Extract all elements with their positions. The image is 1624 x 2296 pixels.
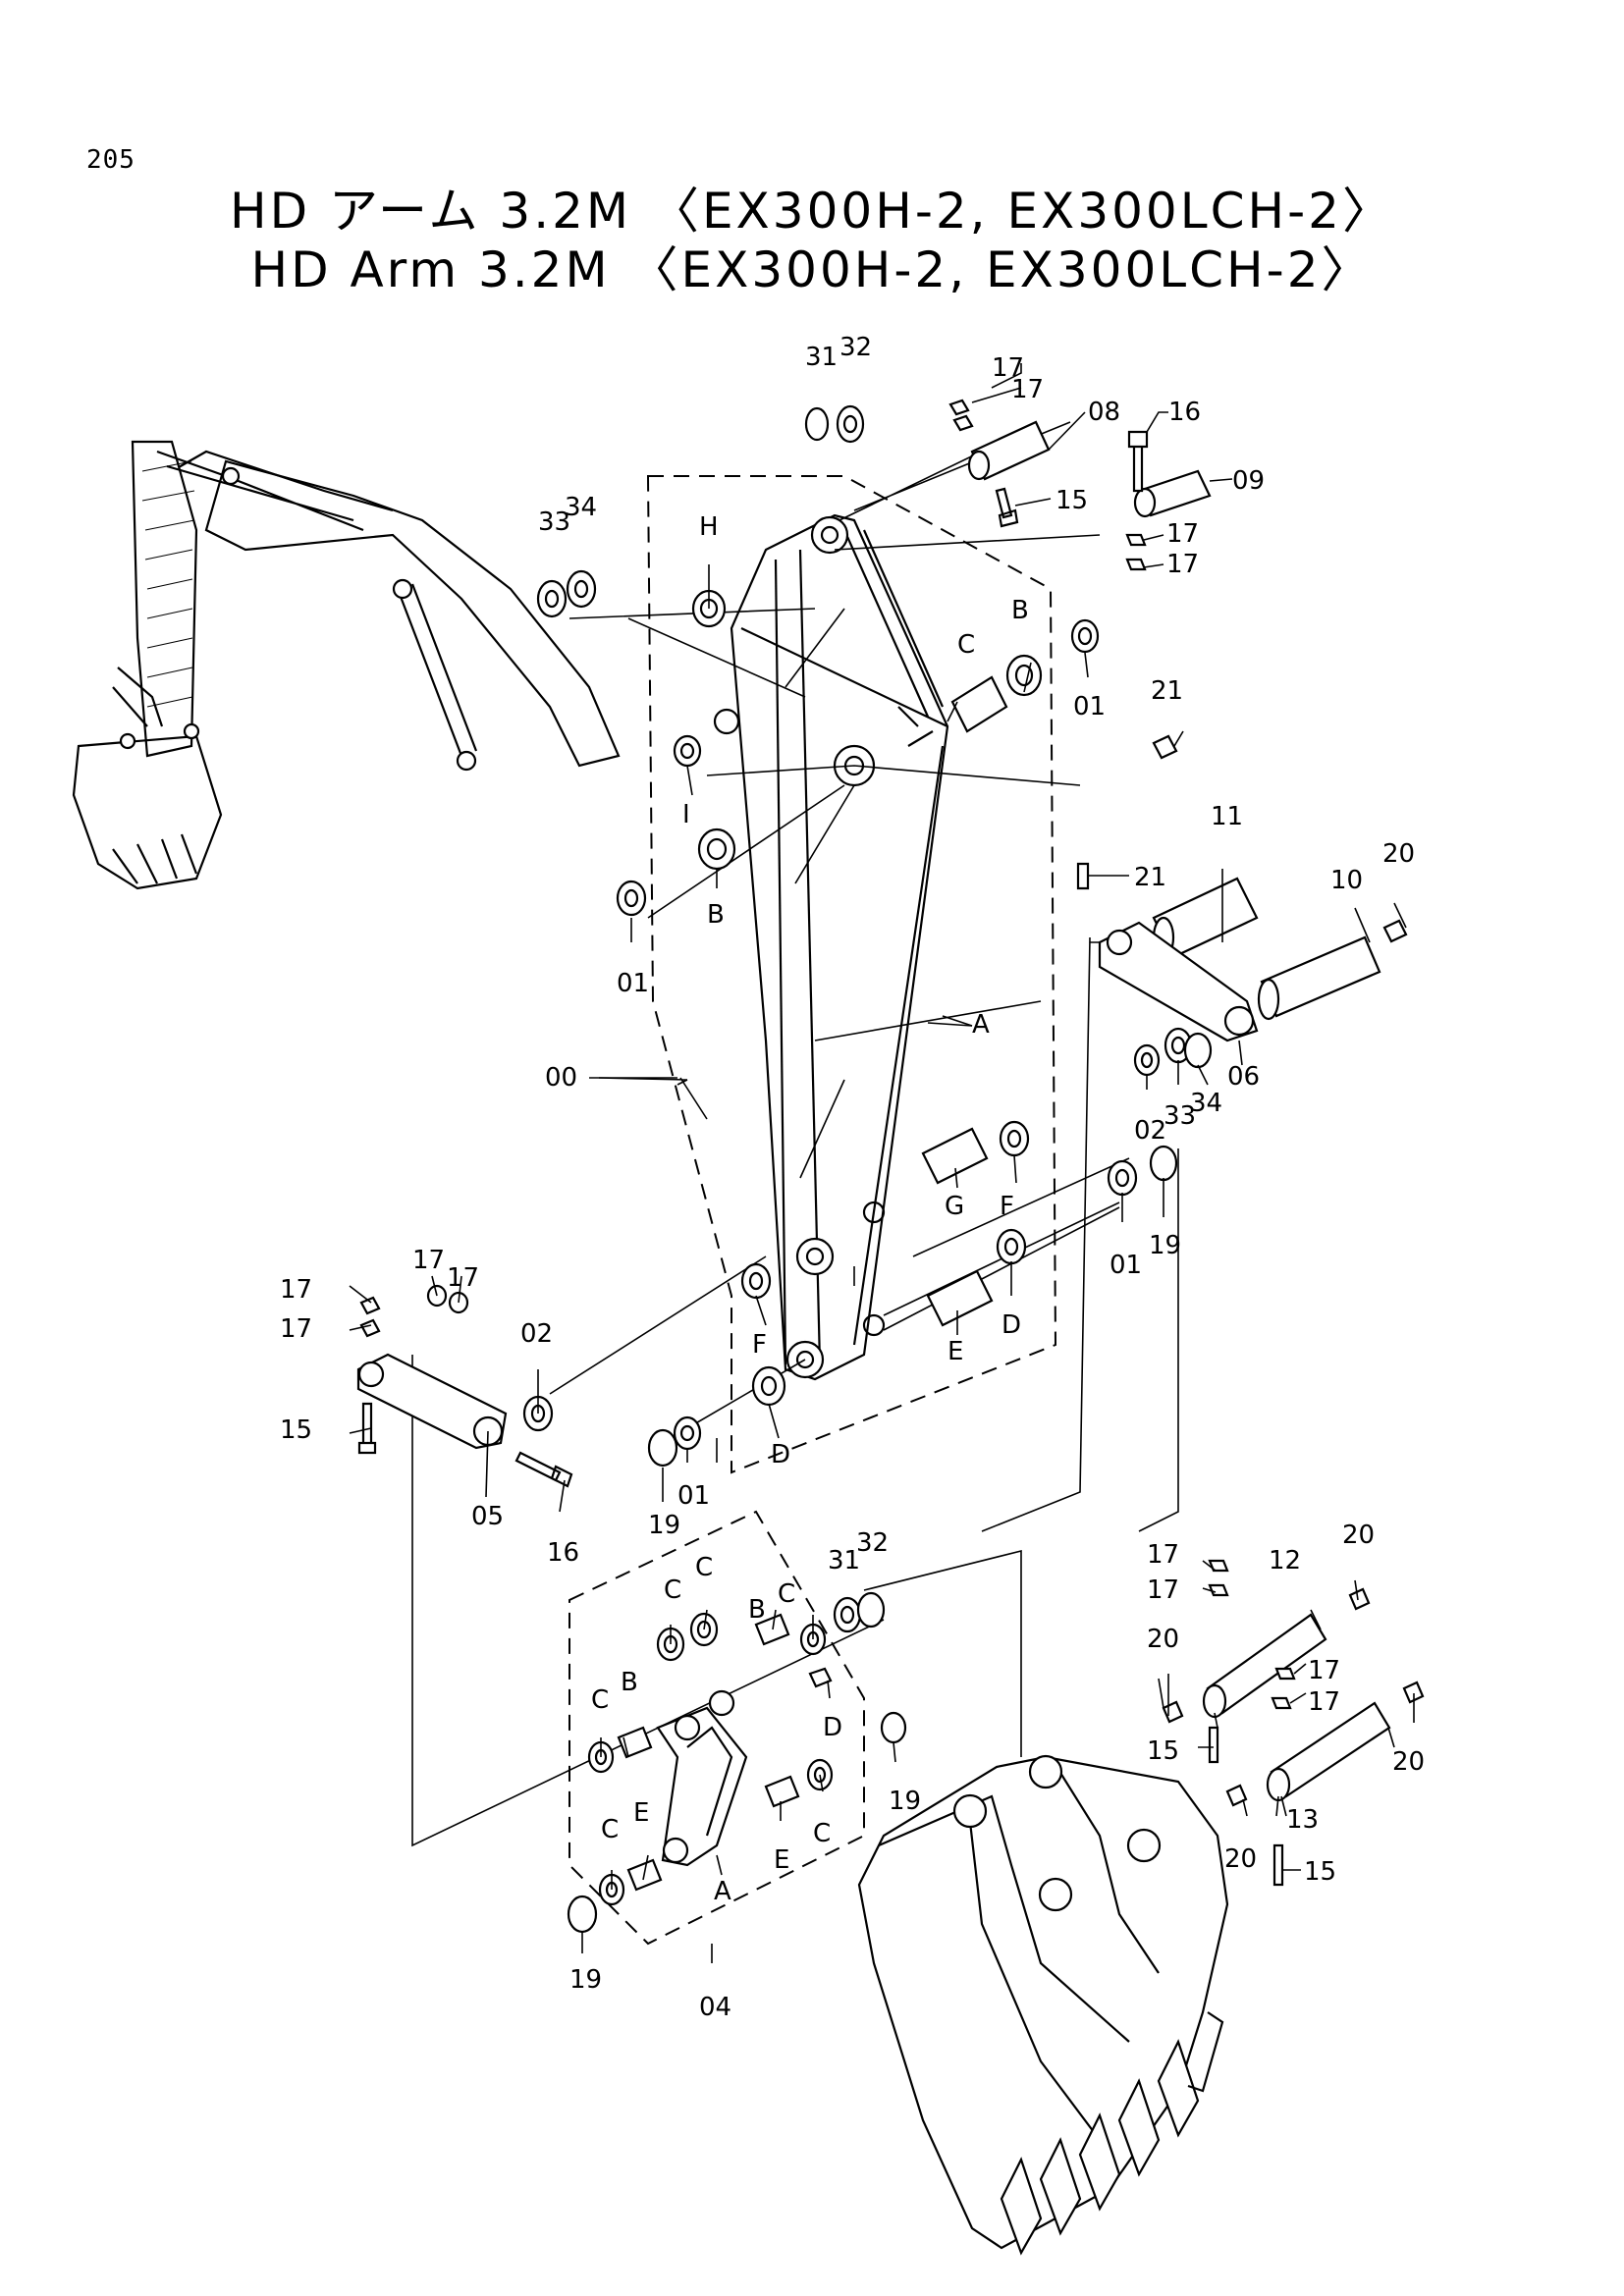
- bucket: [857, 1754, 1229, 2256]
- callout-01: 01: [1073, 692, 1106, 721]
- callout-21: 21: [1134, 863, 1166, 892]
- callout-12: 12: [1269, 1546, 1301, 1575]
- callout-01: 01: [677, 1481, 710, 1511]
- callout-31: 31: [828, 1546, 860, 1575]
- callout-19: 19: [569, 1965, 602, 1995]
- callout-17: 17: [1147, 1540, 1179, 1570]
- callout-00: 00: [545, 1063, 577, 1093]
- callout-06: 06: [1227, 1062, 1260, 1092]
- callout-C: C: [591, 1685, 609, 1715]
- callout-20: 20: [1382, 839, 1415, 869]
- callout-H: H: [699, 512, 719, 542]
- callout-31: 31: [805, 343, 838, 372]
- callout-17: 17: [992, 353, 1024, 383]
- callout-17: 17: [1166, 550, 1199, 579]
- callout-13: 13: [1286, 1805, 1319, 1835]
- callout-A: A: [972, 1010, 990, 1040]
- callout-15: 15: [1056, 486, 1088, 515]
- callout-19: 19: [889, 1787, 921, 1816]
- arm-body: [713, 513, 949, 1381]
- callout-D: D: [771, 1440, 790, 1469]
- callout-21: 21: [1151, 676, 1183, 706]
- callout-17: 17: [280, 1314, 312, 1344]
- callout-04: 04: [699, 1993, 731, 2022]
- callout-33: 33: [1164, 1101, 1196, 1131]
- callout-C: C: [957, 630, 975, 660]
- callout-02: 02: [520, 1319, 553, 1349]
- callout-D: D: [1001, 1310, 1021, 1340]
- callout-G: G: [945, 1192, 964, 1221]
- callout-17: 17: [1147, 1575, 1179, 1605]
- title-japanese: HD アーム 3.2M 〈EX300H-2, EX300LCH-2〉: [230, 183, 1394, 240]
- callout-11: 11: [1211, 802, 1243, 831]
- callout-17: 17: [1308, 1656, 1340, 1685]
- page-number: 205: [86, 145, 135, 175]
- callout-16: 16: [547, 1538, 579, 1568]
- bucket-pins: [1162, 1559, 1425, 1887]
- callout-01: 01: [617, 969, 649, 998]
- callout-B: B: [621, 1668, 638, 1697]
- callout-17: 17: [447, 1263, 479, 1293]
- callout-20: 20: [1342, 1521, 1375, 1550]
- callout-C: C: [695, 1553, 713, 1582]
- callout-19: 19: [648, 1511, 680, 1540]
- callout-F: F: [1000, 1192, 1014, 1221]
- arm-assembly-boundary: [646, 475, 1057, 1474]
- callout-32: 32: [839, 333, 872, 362]
- callout-D: D: [823, 1713, 842, 1742]
- callout-19: 19: [1149, 1231, 1181, 1260]
- callout-08: 08: [1088, 398, 1120, 427]
- callout-17: 17: [1308, 1687, 1340, 1717]
- callout-33: 33: [538, 507, 570, 537]
- callout-C: C: [778, 1579, 795, 1609]
- small-parts: [356, 399, 1408, 1488]
- callout-E: E: [947, 1337, 963, 1366]
- callout-15: 15: [280, 1415, 312, 1445]
- callout-C: C: [664, 1575, 681, 1605]
- callout-B: B: [707, 900, 725, 930]
- excavator-overview-illustration: [72, 440, 621, 890]
- callout-C: C: [813, 1819, 831, 1848]
- callout-15: 15: [1147, 1736, 1179, 1766]
- callout-17: 17: [412, 1246, 445, 1275]
- callout-15: 15: [1304, 1857, 1336, 1887]
- link-assembly-boundary: [568, 1510, 865, 1946]
- title-english: HD Arm 3.2M 〈EX300H-2, EX300LCH-2〉: [250, 241, 1374, 298]
- callout-E: E: [633, 1798, 649, 1828]
- callout-B: B: [1011, 596, 1029, 625]
- callout-F: F: [752, 1330, 767, 1360]
- callout-E: E: [774, 1845, 789, 1875]
- callout-C: C: [601, 1815, 619, 1844]
- callout-B: B: [748, 1595, 766, 1625]
- callout-34: 34: [565, 493, 597, 522]
- callout-34: 34: [1190, 1089, 1222, 1118]
- callout-09: 09: [1232, 466, 1265, 496]
- callout-16: 16: [1168, 398, 1201, 427]
- callout-05: 05: [471, 1502, 504, 1531]
- callout-01: 01: [1110, 1251, 1142, 1280]
- callout-02: 02: [1134, 1116, 1166, 1146]
- callout-17: 17: [1011, 375, 1044, 404]
- callout-20: 20: [1224, 1844, 1257, 1874]
- callout-A: A: [714, 1877, 731, 1906]
- callout-20: 20: [1392, 1747, 1425, 1777]
- callout-20: 20: [1147, 1625, 1179, 1654]
- callout-labels: 31 32 17 17 08 16 09 15 17 17 33 34 H C …: [280, 333, 1425, 2022]
- callout-17: 17: [280, 1275, 312, 1305]
- leader-lines: [349, 363, 1415, 1963]
- callout-I: I: [682, 800, 690, 829]
- callout-32: 32: [856, 1528, 889, 1558]
- link-assembly: [567, 1591, 907, 1934]
- callout-10: 10: [1330, 866, 1363, 895]
- callout-17: 17: [1166, 519, 1199, 549]
